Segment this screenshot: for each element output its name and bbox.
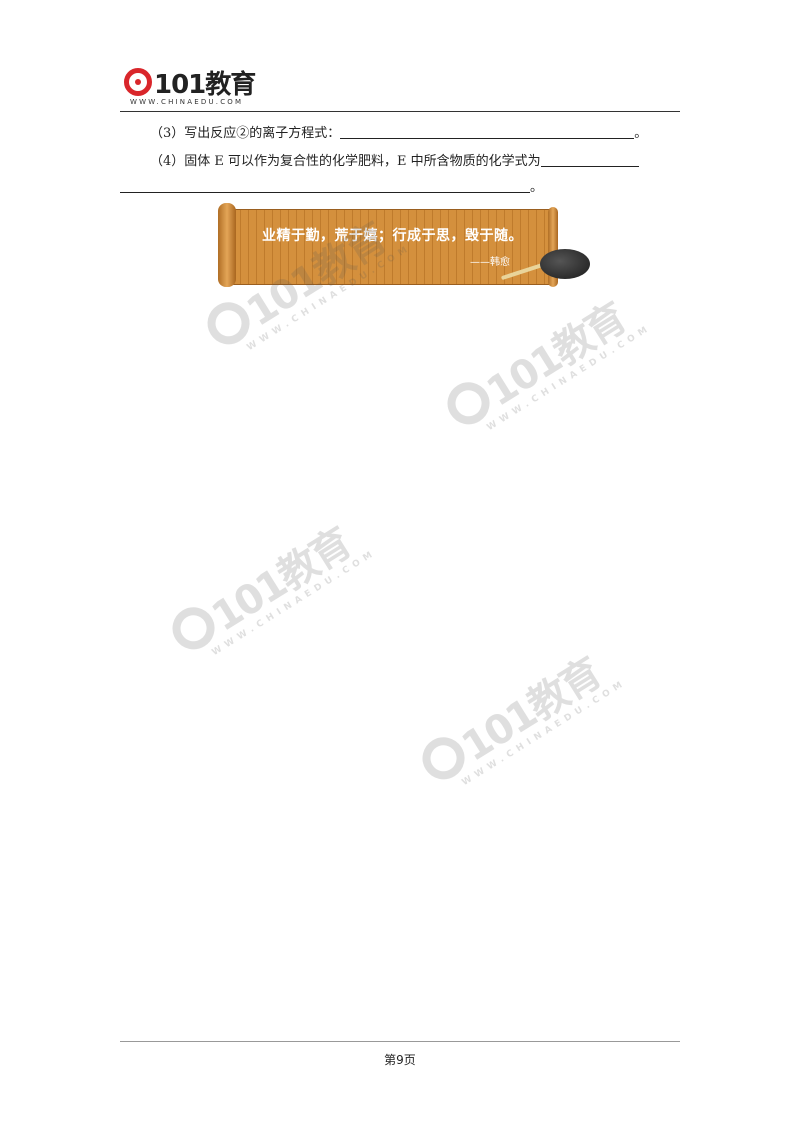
watermark: 101教育 WWW.CHINAEDU.COM bbox=[433, 286, 654, 455]
scroll-roll-right bbox=[548, 207, 558, 287]
question-4-text: （4）固体 E 可以作为复合性的化学肥料，E 中所含物质的化学式为 bbox=[150, 154, 541, 169]
footer-divider bbox=[120, 1041, 680, 1042]
question-3: （3）写出反应②的离子方程式： 。 bbox=[150, 124, 647, 143]
scroll-roll-left bbox=[218, 203, 236, 287]
watermark: 101教育 WWW.CHINAEDU.COM bbox=[158, 511, 379, 680]
question-3-end: 。 bbox=[634, 126, 648, 141]
logo-mark-icon bbox=[124, 68, 152, 96]
question-4-answer-blank-line2[interactable] bbox=[120, 178, 530, 193]
page-number: 第9页 bbox=[384, 1053, 416, 1067]
header-logo: 101教育 WWW.CHINAEDU.COM bbox=[124, 64, 264, 108]
question-4-answer-blank-line1[interactable] bbox=[540, 152, 639, 167]
question-4-end: 。 bbox=[530, 180, 544, 195]
inkstone-icon bbox=[540, 249, 590, 279]
watermark: 101教育 WWW.CHINAEDU.COM bbox=[408, 641, 629, 810]
question-4: （4）固体 E 可以作为复合性的化学肥料，E 中所含物质的化学式为 bbox=[150, 152, 639, 171]
question-3-text: （3）写出反应②的离子方程式： bbox=[150, 126, 341, 141]
question-4-continuation: 。 bbox=[120, 178, 543, 197]
question-3-answer-blank[interactable] bbox=[340, 124, 635, 139]
banner-quote: 业精于勤，荒于嬉；行成于思，毁于随。 bbox=[262, 228, 523, 244]
banner-quote-author: ——韩愈 bbox=[470, 257, 510, 268]
logo-url: WWW.CHINAEDU.COM bbox=[130, 98, 244, 106]
quote-banner: 业精于勤，荒于嬉；行成于思，毁于随。 ——韩愈 bbox=[218, 201, 590, 289]
logo-text: 101教育 bbox=[154, 70, 256, 100]
scroll-body bbox=[232, 209, 554, 285]
header-divider bbox=[120, 111, 680, 112]
